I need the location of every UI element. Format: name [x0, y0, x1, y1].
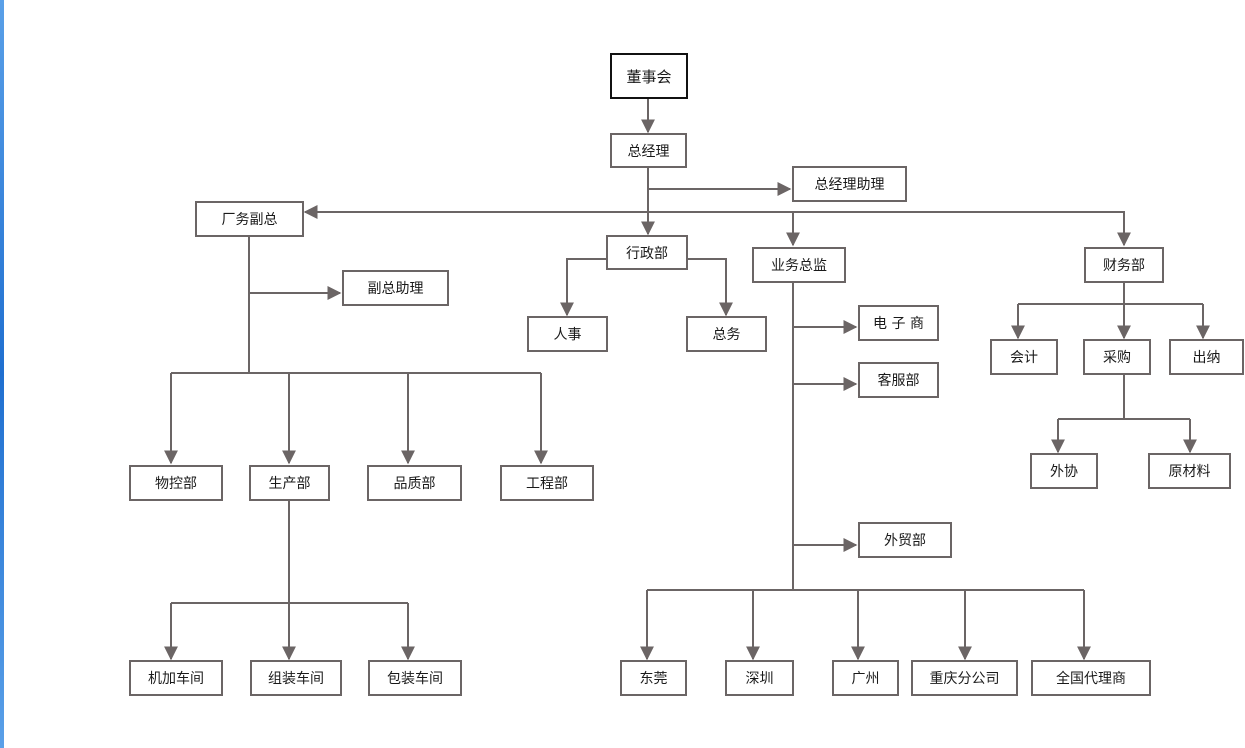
board-node: 董事会	[610, 53, 688, 99]
packaging-workshop-node: 包装车间	[368, 660, 462, 696]
dongguan-node: 东莞	[620, 660, 687, 696]
machining-workshop-node: 机加车间	[129, 660, 223, 696]
assembly-workshop-node: 组装车间	[250, 660, 342, 696]
foreign-trade-node: 外贸部	[858, 522, 952, 558]
guangzhou-node: 广州	[832, 660, 899, 696]
customer-service-node: 客服部	[858, 362, 939, 398]
ecommerce-node: 电 子 商	[858, 305, 939, 341]
production-node: 生产部	[249, 465, 330, 501]
chongqing-branch-node: 重庆分公司	[911, 660, 1018, 696]
admin-node: 行政部	[606, 235, 688, 270]
edge-admin-general	[688, 258, 733, 317]
general-manager-node: 总经理	[610, 133, 687, 168]
engineering-node: 工程部	[500, 465, 594, 501]
factory-vp-node: 厂务副总	[195, 201, 304, 237]
general-affairs-node: 总务	[686, 316, 767, 352]
vp-assistant-node: 副总助理	[342, 270, 449, 306]
accounting-node: 会计	[990, 339, 1058, 375]
hr-node: 人事	[527, 316, 608, 352]
left-edge-accent	[0, 0, 4, 748]
finance-node: 财务部	[1084, 247, 1164, 283]
outsourcing-node: 外协	[1030, 453, 1098, 489]
gm-assistant-node: 总经理助理	[792, 166, 907, 202]
national-agents-node: 全国代理商	[1031, 660, 1151, 696]
edge-bus-right	[648, 211, 1131, 247]
edge-admin-hr	[560, 258, 606, 317]
cashier-node: 出纳	[1169, 339, 1244, 375]
shenzhen-node: 深圳	[725, 660, 794, 696]
raw-materials-node: 原材料	[1148, 453, 1231, 489]
purchasing-node: 采购	[1083, 339, 1151, 375]
material-control-node: 物控部	[129, 465, 223, 501]
quality-node: 品质部	[367, 465, 462, 501]
sales-director-node: 业务总监	[752, 247, 846, 283]
